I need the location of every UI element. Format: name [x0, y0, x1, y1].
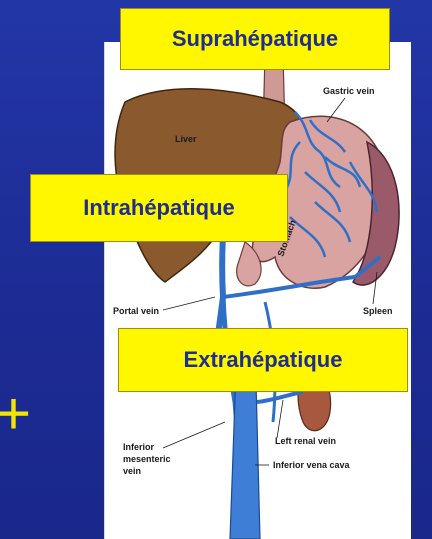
bullet-plus: + — [0, 384, 31, 444]
label-portal-vein: Portal vein — [113, 306, 159, 316]
label-spleen: Spleen — [363, 306, 393, 316]
label-inferior-mesenteric-1: Inferior — [123, 442, 155, 452]
label-inferior-vena-cava: Inferior vena cava — [273, 460, 351, 470]
label-liver: Liver — [175, 134, 197, 144]
label-inferior-mesenteric-2: mesenteric — [123, 454, 171, 464]
callout-extrahepatic: Extrahépatique — [118, 328, 408, 392]
callout-suprahepatic: Suprahépatique — [120, 8, 390, 70]
callout-intrahepatic: Intrahépatique — [30, 174, 288, 242]
portal-anatomy-illustration: Gastric vein Liver Stomach Spleen Portal… — [104, 42, 411, 539]
label-left-renal-vein: Left renal vein — [275, 436, 336, 446]
left-renal-vein — [257, 392, 303, 402]
label-gastric-vein: Gastric vein — [323, 86, 375, 96]
anatomy-svg: Gastric vein Liver Stomach Spleen Portal… — [105, 42, 411, 539]
label-inferior-mesenteric-3: vein — [123, 466, 141, 476]
